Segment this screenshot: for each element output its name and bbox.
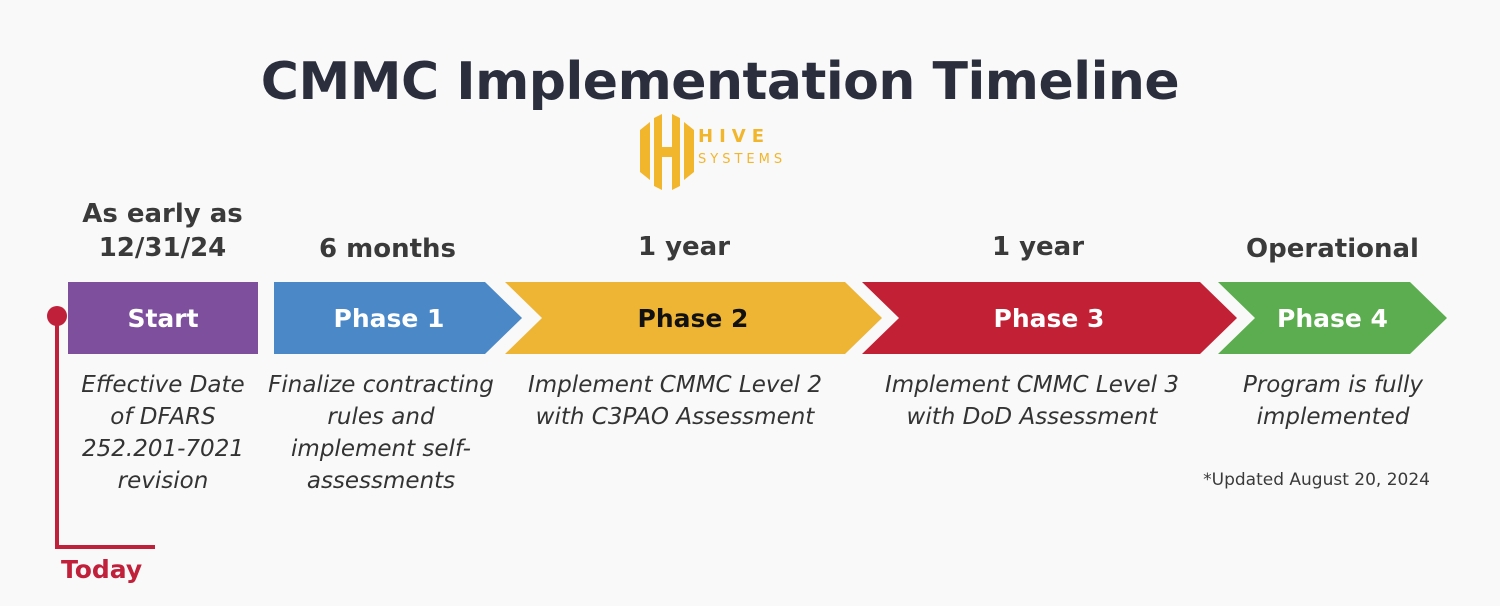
stage-phase-1-label: Phase 1 [333,304,445,333]
stage-phase-4-description: Program is fully implemented [1242,372,1423,430]
period-phase-2: 1 year [637,232,731,262]
updated-note: *Updated August 20, 2024 [1203,470,1430,490]
period-phase-1: 6 months [318,234,457,264]
stage-phase-2-label: Phase 2 [637,304,749,333]
logo-name: HIVE [698,126,770,147]
stage-phase-3-shape [862,282,1237,354]
stage-start-shape [68,282,258,354]
hive-systems-logo: HIVE SYSTEMS [636,114,806,190]
page-title: CMMC Implementation Timeline [260,52,1180,112]
stage-start-description: Effective Date of DFARS 252.201-7021 rev… [81,372,245,494]
period-phase-3: 1 year [991,232,1085,262]
stage-phase-4-shape [1218,282,1447,354]
stage-phase-4-label: Phase 4 [1277,304,1388,333]
today-label: Today [61,555,143,584]
today-marker-dot [47,306,67,326]
today-marker-line [55,316,155,549]
stage-phase-3-description: Implement CMMC Level 3 with DoD Assessme… [885,372,1179,430]
period-start: As early as 12/31/24 [60,197,265,265]
stage-phase-2-description: Implement CMMC Level 2 with C3PAO Assess… [528,372,822,430]
hexagon-h-icon [640,114,694,190]
period-phase-4: Operational [1246,234,1419,264]
period-start-text: As early as 12/31/24 [82,199,243,263]
stage-start-label: Start [127,304,199,333]
logo-sub: SYSTEMS [698,152,787,167]
stage-phase-2-shape [505,282,882,354]
stage-phase-1-shape [274,282,522,354]
stage-phase-1-description: Finalize contracting rules and implement… [268,372,494,494]
stage-phase-3-label: Phase 3 [993,304,1105,333]
